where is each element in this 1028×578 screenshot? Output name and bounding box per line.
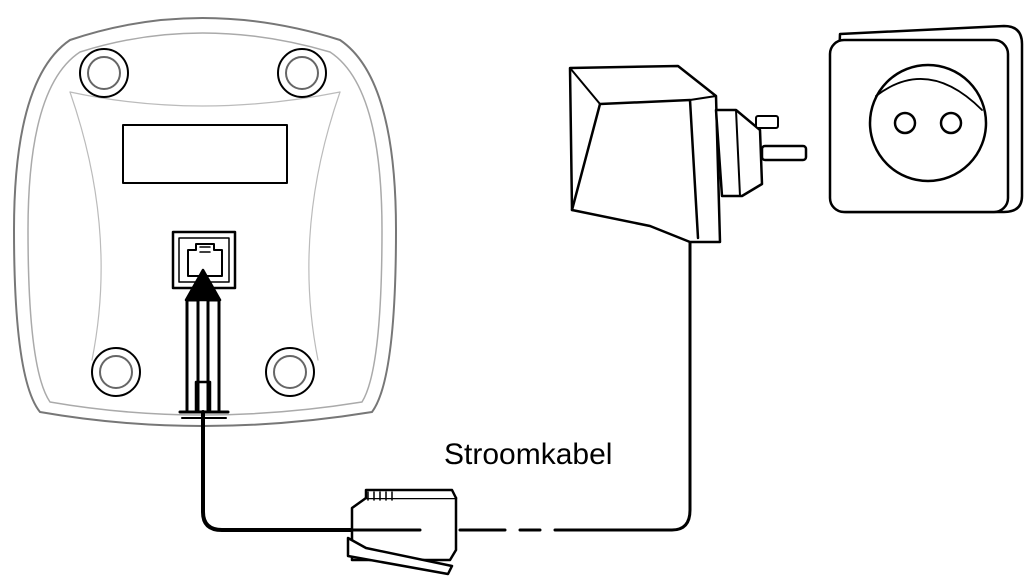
base-station-outer-shell bbox=[13, 17, 397, 427]
base-station-left-contour bbox=[69, 91, 102, 361]
base-station-foot bbox=[277, 48, 327, 98]
base-station-label-recess bbox=[122, 124, 288, 184]
wall-outlet-socket bbox=[868, 63, 988, 183]
base-station-top-contour bbox=[69, 91, 341, 107]
base-station-inner-shell bbox=[27, 32, 383, 416]
base-cable bbox=[201, 410, 354, 532]
power-adapter bbox=[568, 64, 808, 244]
power-adapter-body bbox=[568, 64, 722, 244]
base-station-foot bbox=[265, 347, 315, 397]
plug-latch bbox=[346, 536, 454, 576]
wall-outlet-hole bbox=[939, 111, 963, 135]
power-adapter-prong bbox=[760, 144, 808, 162]
base-station bbox=[13, 17, 397, 427]
power-cable-label: Stroomkabel bbox=[444, 438, 613, 471]
base-station-right-contour bbox=[308, 91, 341, 361]
wall-outlet-hole bbox=[893, 111, 917, 135]
wall-outlet bbox=[828, 24, 1024, 214]
power-cable bbox=[458, 238, 692, 532]
base-station-foot bbox=[91, 347, 141, 397]
base-station-foot bbox=[79, 48, 129, 98]
cable-channel-arrow bbox=[178, 268, 230, 419]
power-adapter-prong bbox=[755, 115, 779, 129]
modular-plug bbox=[346, 488, 458, 576]
